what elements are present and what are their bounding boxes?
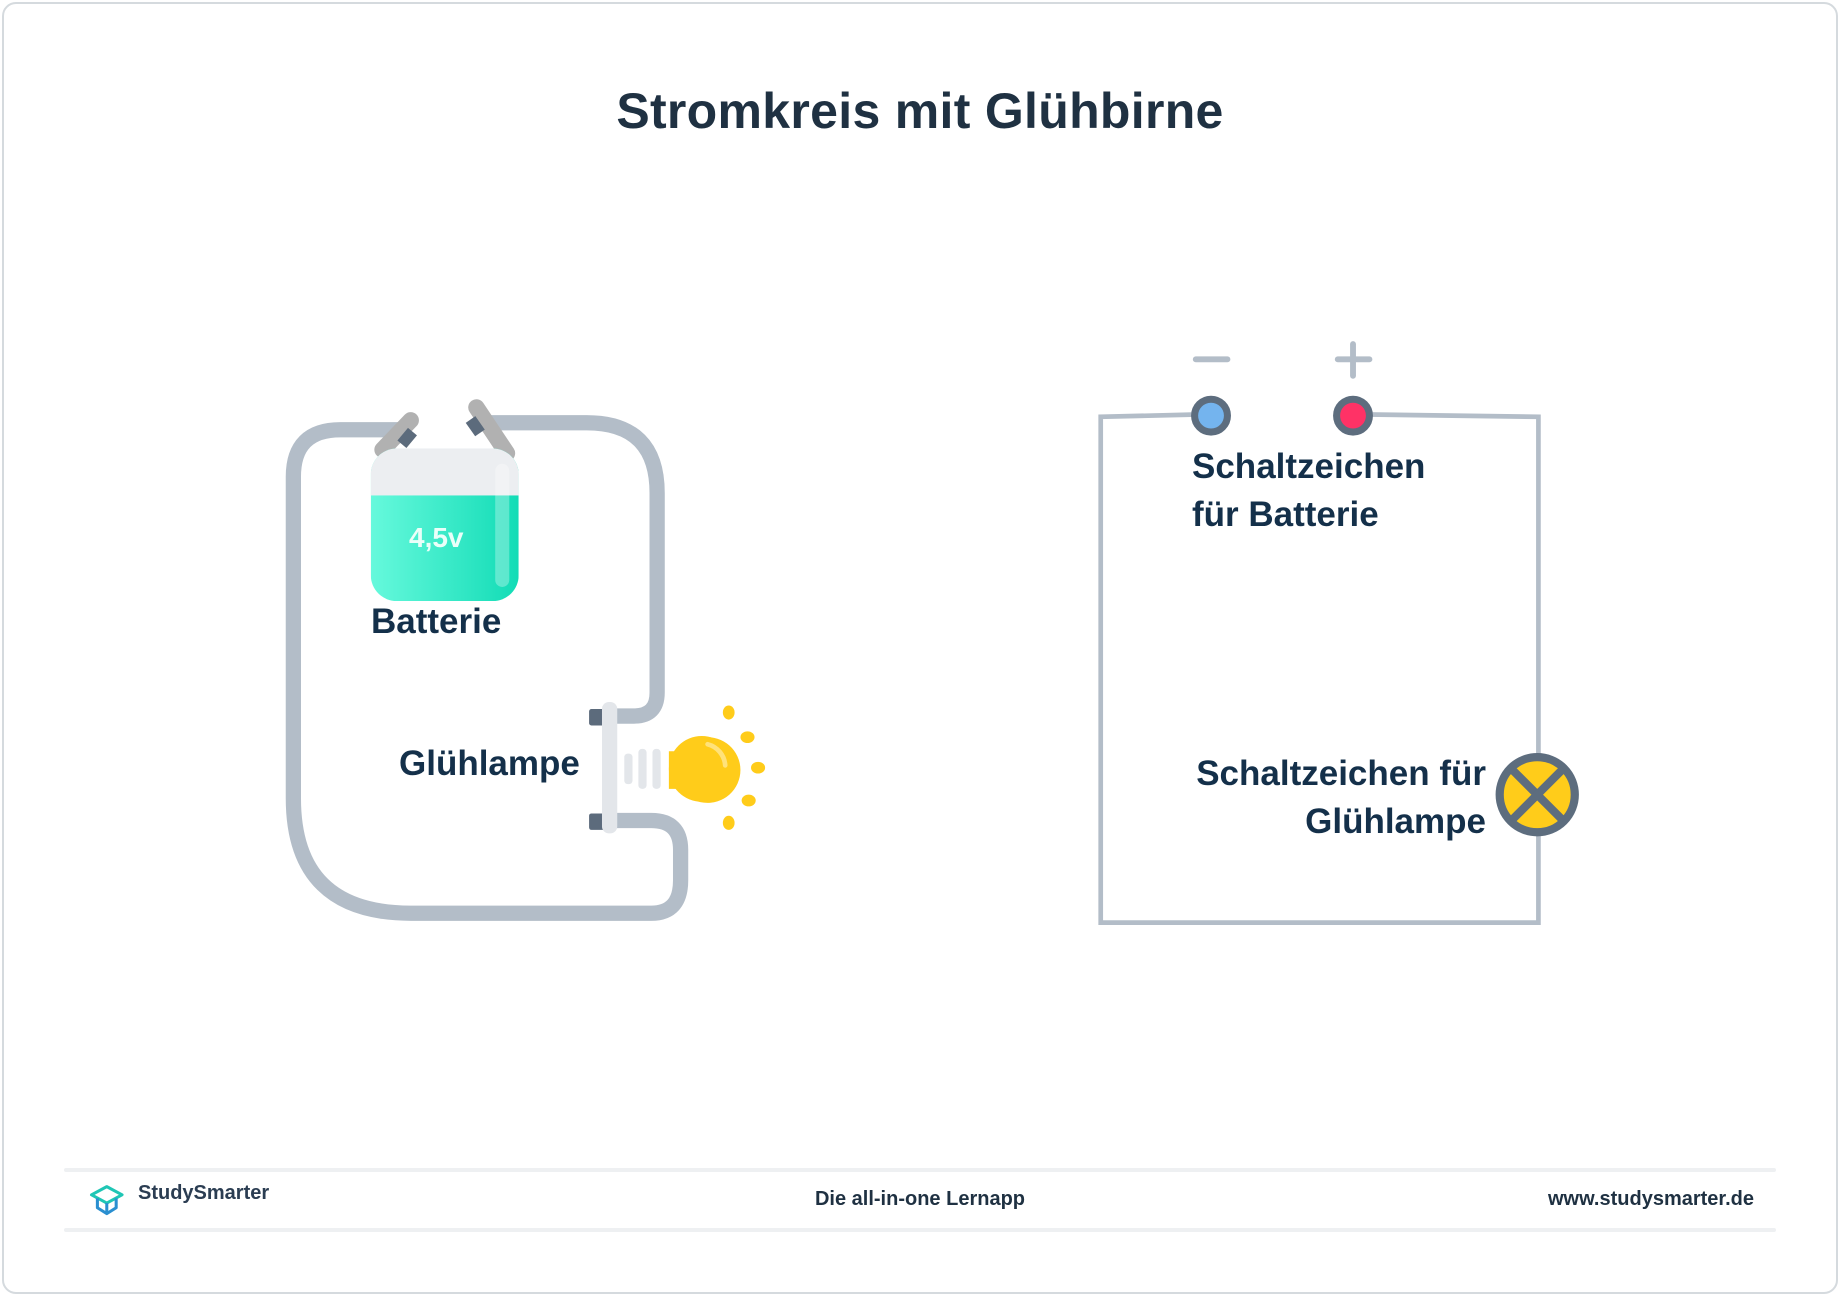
wire-left-circuit <box>285 415 689 921</box>
lamp-icon <box>589 701 741 834</box>
negative-terminal-icon <box>1191 395 1231 436</box>
battery-icon <box>370 448 519 602</box>
battery-voltage-label: 4,5v <box>409 522 464 553</box>
lamp-symbol-label: Schaltzeichen für Glühlampe <box>1196 754 1486 841</box>
wire-schematic <box>1098 412 1541 925</box>
studysmarter-logo-icon <box>90 1185 124 1216</box>
lamp-label: Glühlampe <box>399 744 580 783</box>
footer-divider-bottom <box>64 1228 1776 1232</box>
lamp-symbol-icon <box>1495 753 1579 837</box>
positive-terminal-icon <box>1333 395 1373 436</box>
battery-clip-icons <box>374 399 516 462</box>
footer-url[interactable]: www.studysmarter.de <box>1548 1188 1754 1210</box>
brand-name: StudySmarter <box>138 1182 270 1204</box>
light-rays-icon <box>722 705 766 830</box>
page-title: Stromkreis mit Glühbirne <box>616 83 1224 139</box>
battery-label: Batterie <box>371 602 502 641</box>
brand: StudySmarter <box>88 1182 269 1205</box>
footer-divider-top <box>64 1168 1776 1172</box>
plus-sign-icon <box>1334 341 1373 379</box>
battery-symbol-label: Schaltzeichen für Batterie <box>1192 447 1426 534</box>
footer-tagline: Die all-in-one Lernapp <box>814 1188 1026 1210</box>
